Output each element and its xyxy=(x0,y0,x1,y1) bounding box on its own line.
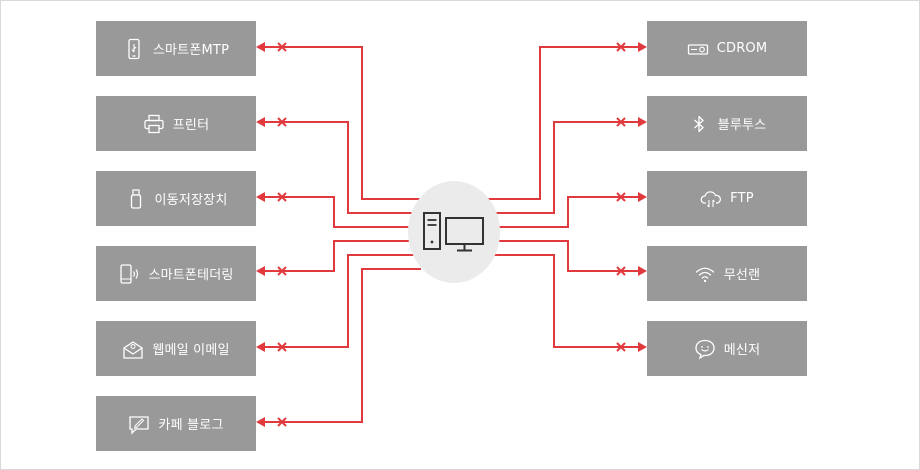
wire-right xyxy=(481,196,640,228)
blocked-x-mark xyxy=(277,117,287,127)
mail-at-icon xyxy=(122,338,144,360)
smartphone-usb-icon xyxy=(123,38,145,60)
device-label: 스마트폰MTP xyxy=(152,43,230,58)
wifi-icon xyxy=(694,263,716,285)
device-label: 무선랜 xyxy=(723,268,761,283)
chat-smile-icon xyxy=(694,338,716,360)
device-box-webmail: 웹메일 이메일 xyxy=(96,321,256,376)
device-label: 카페 블로그 xyxy=(158,418,224,433)
device-box-smartphone-tethering: 스마트폰테더링 xyxy=(96,246,256,301)
device-box-messenger: 메신저 xyxy=(647,321,807,376)
blocked-x-mark xyxy=(277,266,287,276)
blocked-arrowhead-left xyxy=(256,266,265,276)
device-box-bluetooth: 블루투스 xyxy=(647,96,807,151)
desktop-computer-icon xyxy=(423,212,484,252)
device-label: CDROM xyxy=(716,41,768,56)
device-box-smartphone-mtp: 스마트폰MTP xyxy=(96,21,256,76)
blocked-arrowhead-right xyxy=(638,117,647,127)
device-box-cafe-blog: 카페 블로그 xyxy=(96,396,256,451)
device-box-wireless-lan: 무선랜 xyxy=(647,246,807,301)
device-label: 스마트폰테더링 xyxy=(148,268,234,283)
wire-left xyxy=(263,46,421,200)
blocked-arrowhead-left xyxy=(256,42,265,52)
cloud-transfer-icon xyxy=(700,188,722,210)
wire-left xyxy=(263,240,421,272)
device-box-printer: 프린터 xyxy=(96,96,256,151)
blocked-arrowhead-left xyxy=(256,117,265,127)
wire-left xyxy=(263,196,421,228)
blocked-x-mark xyxy=(616,117,626,127)
device-label: 메신저 xyxy=(723,343,761,358)
device-label: 블루투스 xyxy=(717,118,767,133)
printer-icon xyxy=(143,113,165,135)
device-label: 프린터 xyxy=(172,118,210,133)
device-label: 웹메일 이메일 xyxy=(152,343,230,358)
blocked-arrowhead-left xyxy=(256,192,265,202)
blocked-x-mark xyxy=(277,42,287,52)
device-label: 이동저장장치 xyxy=(154,193,228,208)
wire-right xyxy=(481,254,640,348)
wire-left xyxy=(263,254,421,348)
blocked-x-mark xyxy=(616,342,626,352)
device-box-cdrom: CDROM xyxy=(647,21,807,76)
blocked-x-mark xyxy=(616,192,626,202)
wire-right xyxy=(481,121,640,214)
usb-drive-icon xyxy=(125,188,147,210)
device-box-ftp: FTP xyxy=(647,171,807,226)
blocked-x-mark xyxy=(277,192,287,202)
blocked-arrowhead-right xyxy=(638,266,647,276)
wire-left xyxy=(263,268,421,423)
device-box-removable-storage: 이동저장장치 xyxy=(96,171,256,226)
pencil-note-icon xyxy=(128,413,150,435)
blocked-arrowhead-left xyxy=(256,342,265,352)
blocked-arrowhead-right xyxy=(638,192,647,202)
blocked-x-mark xyxy=(277,417,287,427)
blocked-x-mark xyxy=(616,266,626,276)
wire-right xyxy=(481,240,640,272)
blocked-arrowhead-right xyxy=(638,42,647,52)
central-pc-hub xyxy=(408,181,500,283)
blocked-arrowhead-left xyxy=(256,417,265,427)
disc-drive-icon xyxy=(687,38,709,60)
phone-signal-icon xyxy=(118,263,140,285)
blocked-arrowhead-right xyxy=(638,342,647,352)
bluetooth-icon xyxy=(688,113,710,135)
blocked-x-mark xyxy=(277,342,287,352)
wire-right xyxy=(481,46,640,200)
wire-left xyxy=(263,121,421,214)
blocked-x-mark xyxy=(616,42,626,52)
device-label: FTP xyxy=(730,191,754,206)
